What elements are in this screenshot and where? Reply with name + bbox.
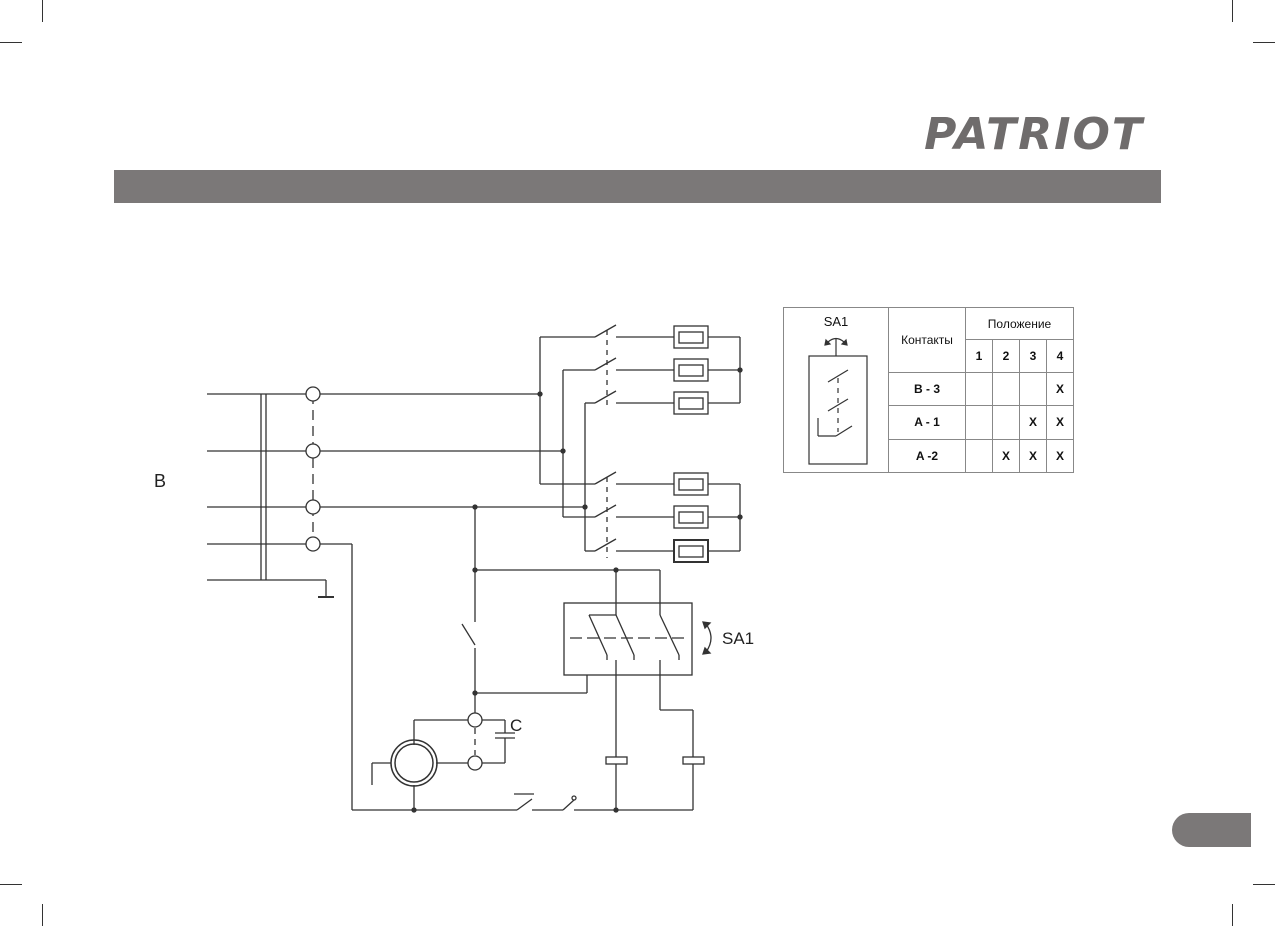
switch-symbol-cell: SA1 [783, 307, 889, 473]
contact-label: A - 1 [888, 405, 966, 440]
crop-mark [42, 0, 43, 22]
position-number: 1 [965, 339, 993, 373]
capacitor-label: С [510, 716, 522, 735]
switch-label: SA1 [722, 629, 754, 648]
position-mark [1019, 371, 1047, 407]
switch-contacts-lower [594, 471, 674, 558]
crop-mark [1253, 42, 1275, 43]
coils [605, 756, 705, 765]
position-mark [965, 371, 993, 407]
switch-contacts-upper [594, 324, 674, 410]
position-header: Положение [965, 306, 1074, 341]
legend-switch-label: SA1 [823, 314, 849, 329]
distribution-lines [537, 336, 595, 552]
selector-switch-sa1 [563, 570, 712, 810]
logo-text: PATRIOT [924, 109, 1145, 158]
contact-label: A -2 [888, 438, 966, 474]
crop-mark [0, 42, 22, 43]
header-bar [114, 170, 1161, 203]
terminal-circles [305, 386, 321, 552]
switch-position-table: SA1 Контакты Положение 1 2 3 4 B - 3 [783, 306, 1074, 474]
position-number: 3 [1019, 339, 1047, 373]
position-mark: X [1019, 405, 1047, 440]
contacts-header: Контакты [888, 307, 966, 373]
position-mark: X [1046, 405, 1074, 440]
heater-elements [673, 325, 743, 563]
crop-mark [0, 884, 22, 885]
diagram-labels: В С SA1 [154, 471, 754, 735]
switch-symbol [808, 337, 868, 465]
network-bus [207, 393, 585, 598]
network-label: В [154, 471, 166, 491]
position-mark [965, 438, 993, 474]
position-mark: X [1046, 438, 1074, 474]
motor-and-capacitor [371, 712, 515, 810]
crop-mark [1232, 0, 1233, 22]
position-mark [992, 405, 1020, 440]
table-row: A - 1 X X [784, 405, 1074, 440]
page-number-tab [1172, 813, 1251, 847]
patriot-logo: PATRIOT [924, 109, 1145, 158]
crop-mark [42, 904, 43, 926]
contact-label: B - 3 [888, 371, 966, 407]
position-mark: X [1019, 438, 1047, 474]
position-mark: X [1046, 371, 1074, 407]
position-mark [965, 405, 993, 440]
bottom-circuit [351, 544, 693, 813]
control-circuit [461, 504, 660, 713]
crop-mark [1232, 904, 1233, 926]
crop-mark [1253, 884, 1275, 885]
position-number: 4 [1046, 339, 1074, 373]
table-row: A -2 X X X [784, 438, 1074, 474]
position-number: 2 [992, 339, 1020, 373]
position-mark [992, 371, 1020, 407]
position-mark: X [992, 438, 1020, 474]
